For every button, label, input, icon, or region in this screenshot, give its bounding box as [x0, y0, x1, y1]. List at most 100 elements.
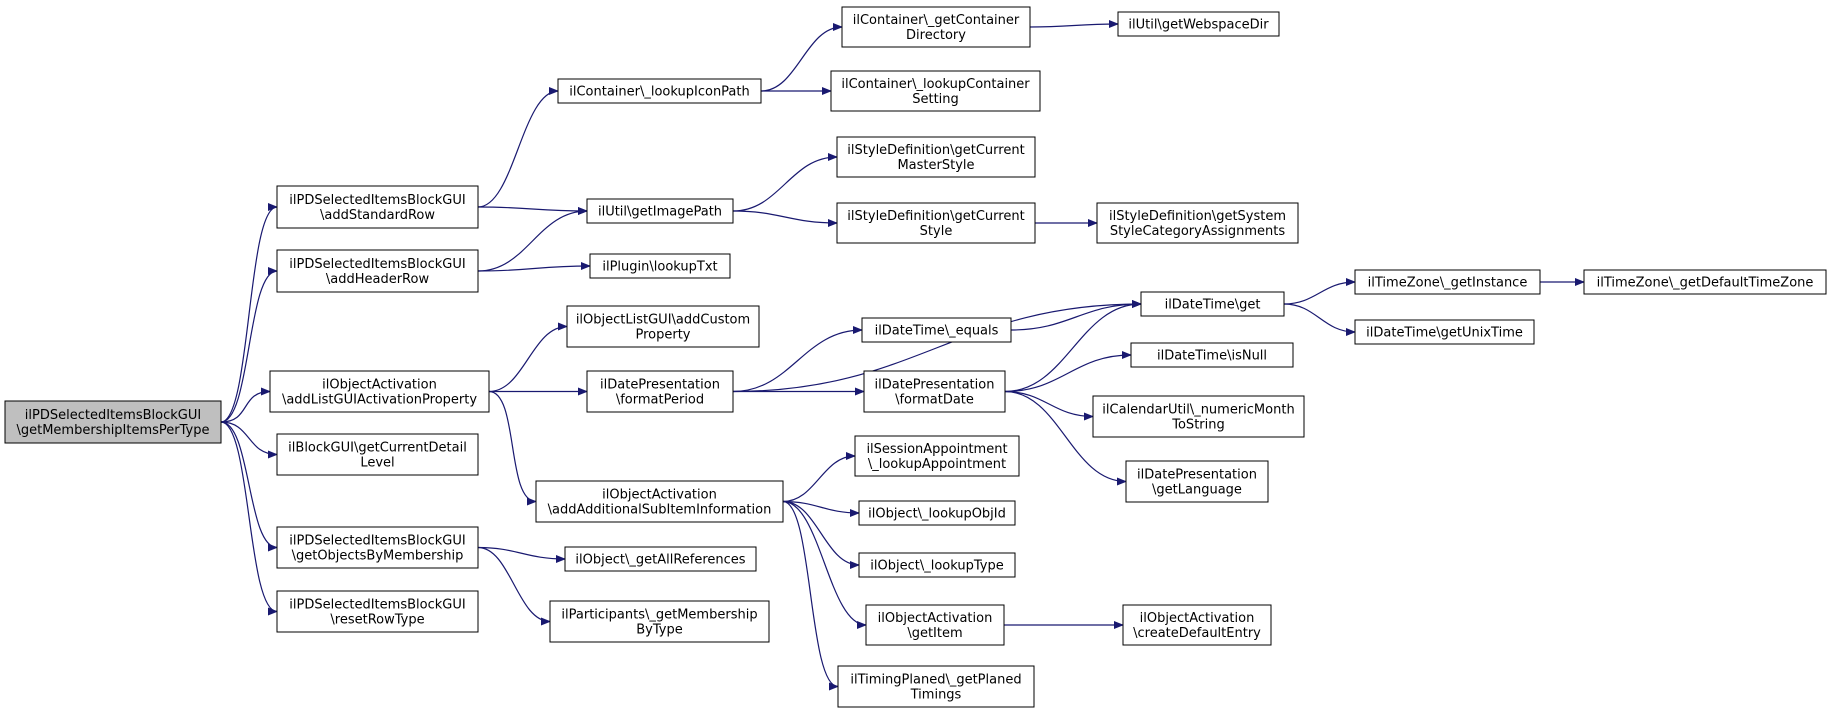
edge-line [1283, 278, 1356, 305]
node-label-line: ToString [1171, 418, 1224, 433]
node-tz-get-instance[interactable]: ilTimeZone\_getInstance [1354, 269, 1541, 295]
node-label-line: ilObject\_lookupObjId [868, 507, 1006, 522]
edge-line [477, 206, 588, 215]
node-add-header-row[interactable]: ilPDSelectedItemsBlockGUI\addHeaderRow [276, 249, 479, 293]
edge-line [732, 326, 863, 393]
node-format-period[interactable]: ilDatePresentation\formatPeriod [586, 370, 734, 413]
node-label-line: ilDateTime\_equals [875, 324, 999, 339]
node-label-line: ilPDSelectedItemsBlockGUI [289, 257, 465, 272]
edge-line [732, 300, 1142, 393]
edge-format-date-to-numeric-month [1004, 390, 1094, 421]
node-label-line: StyleCategoryAssignments [1110, 224, 1286, 239]
edge-line [220, 267, 278, 423]
edge-add-additional-sub-to-lookup-appointment [782, 452, 856, 503]
node-box [858, 552, 1016, 578]
node-get-system-style[interactable]: ilStyleDefinition\getSystemStyleCategory… [1096, 202, 1299, 244]
node-add-additional-sub[interactable]: ilObjectActivation\addAdditionalSubItemI… [535, 480, 784, 523]
node-label-line: ilPDSelectedItemsBlockGUI [289, 598, 465, 613]
edge-line [1004, 300, 1142, 393]
node-lookup-obj-id[interactable]: ilObject\_lookupObjId [858, 500, 1016, 526]
node-get-item[interactable]: ilObjectActivation\getItem [865, 604, 1005, 646]
node-box [836, 202, 1036, 244]
node-label-line: ilObjectActivation [602, 488, 717, 503]
edge-get-objects-by-membership-to-get-all-references [477, 546, 566, 563]
node-dt-equals[interactable]: ilDateTime\_equals [861, 317, 1012, 343]
node-lookup-icon-path[interactable]: ilContainer\_lookupIconPath [557, 78, 762, 104]
edge-line [782, 500, 839, 691]
node-box [865, 604, 1005, 646]
node-box [1117, 11, 1280, 37]
node-label-line: ilObjectActivation [1140, 611, 1255, 626]
node-box [858, 500, 1016, 526]
node-get-language[interactable]: ilDatePresentation\getLanguage [1125, 460, 1269, 503]
edge-line [477, 207, 588, 272]
node-get-unix-time[interactable]: ilDateTime\getUnixTime [1354, 319, 1535, 345]
node-label-line: ilStyleDefinition\getSystem [1109, 209, 1286, 224]
node-root[interactable]: ilPDSelectedItemsBlockGUI\getMembershipI… [4, 400, 222, 444]
node-label-line: Directory [906, 28, 966, 43]
edge-get-image-path-to-get-current-style [732, 210, 838, 227]
node-label-line: ilSessionAppointment [866, 442, 1007, 457]
edge-format-period-to-dt-equals [732, 326, 863, 393]
node-get-webspace-dir[interactable]: ilUtil\getWebspaceDir [1117, 11, 1280, 37]
edge-line [220, 203, 278, 423]
edge-line [488, 322, 568, 393]
node-box [1122, 604, 1272, 646]
node-label-line: \createDefaultEntry [1133, 626, 1261, 641]
node-box [1354, 269, 1541, 295]
node-label-line: ilObjectListGUI\addCustom [576, 313, 750, 328]
node-box [1583, 269, 1827, 295]
node-box [549, 600, 770, 643]
edge-line [488, 390, 537, 506]
edge-root-to-get-objects-by-membership [220, 421, 278, 552]
node-lookup-type[interactable]: ilObject\_lookupType [858, 552, 1016, 578]
node-reset-row-type[interactable]: ilPDSelectedItemsBlockGUI\resetRowType [276, 590, 479, 633]
node-lookup-appointment[interactable]: ilSessionAppointment\_lookupAppointment [854, 435, 1020, 477]
edge-line [782, 500, 860, 517]
node-box [269, 370, 490, 413]
node-add-standard-row[interactable]: ilPDSelectedItemsBlockGUI\addStandardRow [276, 185, 479, 229]
edge-dt-equals-to-dt-get [1010, 300, 1142, 331]
node-get-all-references[interactable]: ilObject\_getAllReferences [564, 546, 757, 572]
node-tz-default[interactable]: ilTimeZone\_getDefaultTimeZone [1583, 269, 1827, 295]
edge-line [220, 421, 278, 616]
node-label-line: Style [920, 224, 953, 239]
edge-line [1004, 390, 1127, 486]
node-label-line: Timings [910, 688, 962, 703]
node-box [566, 305, 760, 348]
node-box [586, 198, 734, 224]
edge-line [732, 153, 838, 212]
edge-line [1004, 351, 1132, 393]
edge-format-period-to-dt-get [732, 300, 1142, 393]
node-format-date[interactable]: ilDatePresentation\formatDate [863, 370, 1006, 413]
node-get-image-path[interactable]: ilUtil\getImagePath [586, 198, 734, 224]
edge-line [477, 546, 551, 626]
node-label-line: ilObject\_lookupType [870, 559, 1003, 574]
node-label-line: MasterStyle [897, 158, 974, 173]
edge-get-image-path-to-get-current-master-style [732, 153, 838, 212]
node-lookup-txt[interactable]: ilPlugin\lookupTxt [589, 253, 731, 279]
node-dt-get[interactable]: ilDateTime\get [1140, 291, 1285, 317]
node-label-line: \_lookupAppointment [868, 457, 1006, 472]
node-dt-is-null[interactable]: ilDateTime\isNull [1130, 342, 1294, 368]
node-label-line: ilStyleDefinition\getCurrent [847, 209, 1024, 224]
node-get-objects-by-membership[interactable]: ilPDSelectedItemsBlockGUI\getObjectsByMe… [276, 526, 479, 569]
node-add-list-g-u-i[interactable]: ilObjectActivation\addListGUIActivationP… [269, 370, 490, 413]
node-label-line: ilDatePresentation [875, 378, 995, 393]
node-box [276, 433, 479, 476]
edge-dt-get-to-tz-get-instance [1283, 278, 1356, 305]
edge-add-additional-sub-to-get-item [782, 500, 867, 629]
edge-line [1010, 300, 1142, 331]
node-label-line: ilPlugin\lookupTxt [602, 260, 717, 275]
node-create-default-entry[interactable]: ilObjectActivation\createDefaultEntry [1122, 604, 1272, 646]
